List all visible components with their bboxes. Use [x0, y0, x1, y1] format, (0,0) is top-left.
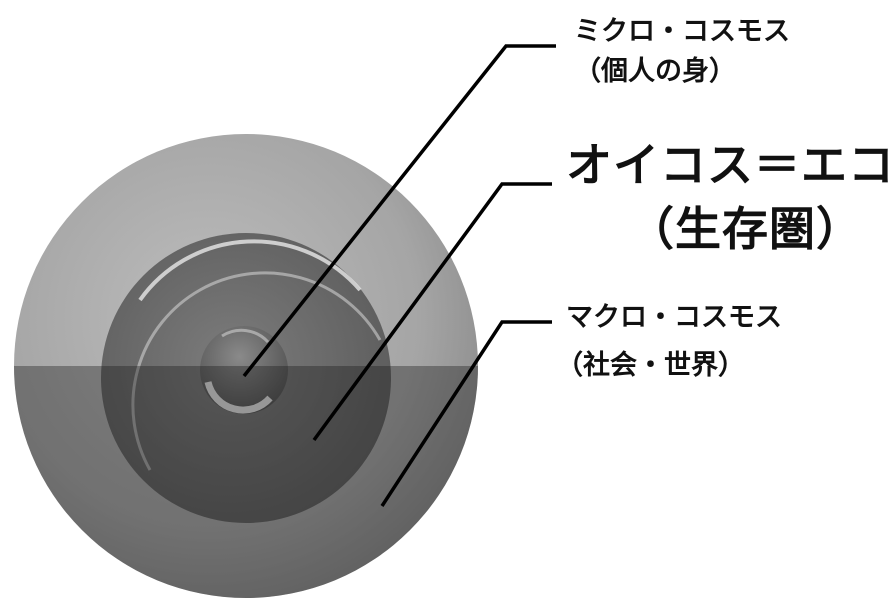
inner-circle-top-glint	[221, 328, 270, 344]
label-oikos-eco-sub: （生存圏）	[628, 202, 863, 256]
lower-shade	[14, 366, 478, 598]
label-macro-cosmos: マクロ・コスモス	[566, 302, 782, 333]
label-oikos-eco: オイコス＝エコ	[566, 138, 892, 192]
middle-circle-highlight	[138, 239, 362, 302]
label-macro-cosmos-sub: （社会・世界）	[556, 350, 745, 381]
label-micro-cosmos-sub: （個人の身）	[574, 56, 736, 87]
middle-circle-inner-ring	[131, 271, 382, 471]
leader-line-macro	[380, 320, 552, 507]
leader-line-oikos	[312, 182, 552, 442]
label-micro-cosmos: ミクロ・コスモス	[574, 16, 790, 47]
leader-line-micro	[242, 44, 556, 378]
inner-circle-highlight	[204, 381, 273, 414]
